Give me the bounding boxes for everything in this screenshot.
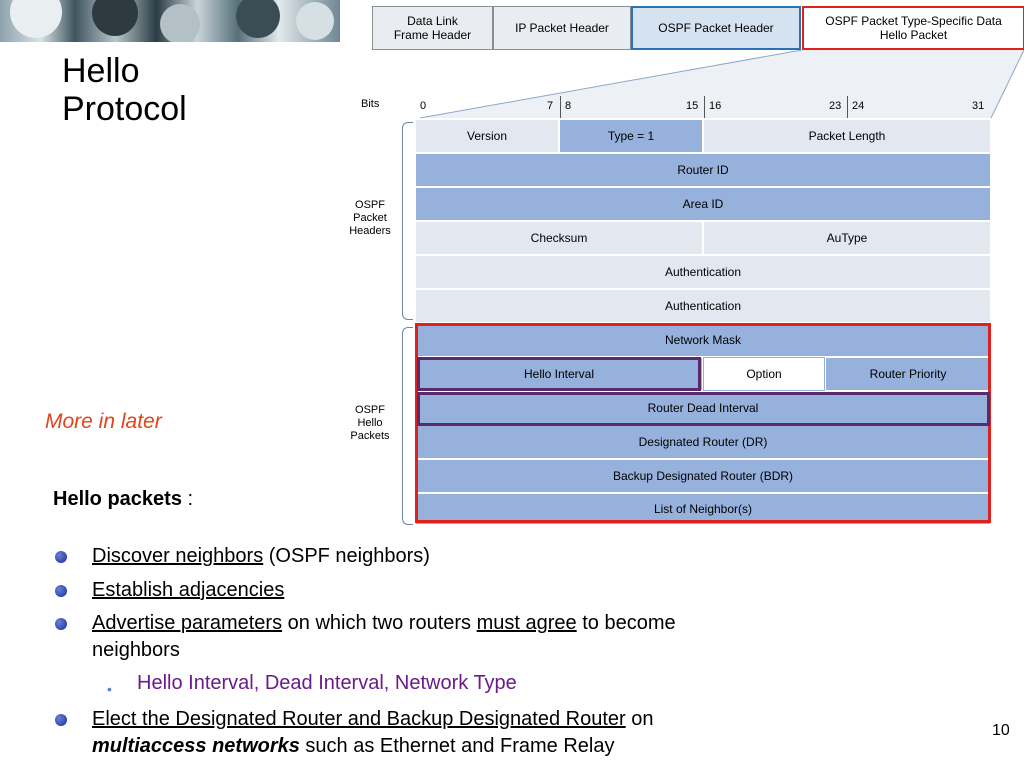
bullet-icon — [55, 551, 67, 563]
elect-link: Elect the Designated Router and Backup D… — [92, 708, 626, 730]
field-option: Option — [703, 357, 825, 391]
bit-mark: 0 — [420, 100, 427, 112]
label-line: Packets — [350, 430, 390, 442]
ospf-hello-packets-label: OSPF Hello Packets — [343, 404, 397, 443]
expansion-lines — [419, 49, 1024, 119]
bit-mark: 16 — [709, 100, 722, 112]
label-line: Headers — [349, 225, 391, 237]
bit-separator — [560, 96, 561, 118]
field-autype: AuType — [703, 221, 991, 255]
multiaccess-emphasis: multiaccess networks — [92, 735, 300, 757]
packet-row-11: Backup Designated Router (BDR) — [415, 459, 991, 493]
bullet-advertise: Advertise parameters on which two router… — [92, 610, 676, 664]
headers-brace — [402, 122, 413, 320]
ospf-type-specific-data: OSPF Packet Type-Specific Data Hello Pac… — [802, 6, 1024, 50]
field-version: Version — [415, 119, 559, 153]
field-type: Type = 1 — [559, 119, 703, 153]
packet-row-10: Designated Router (DR) — [415, 425, 991, 459]
establish-link: Establish adjacencies — [92, 579, 285, 601]
bullet-icon — [55, 714, 67, 726]
hello-interval-highlight — [417, 357, 701, 391]
page-number: 10 — [992, 722, 1010, 739]
bit-mark: 15 — [686, 100, 699, 112]
bit-mark: 8 — [565, 100, 572, 112]
ip-packet-header: IP Packet Header — [493, 6, 631, 50]
heading-colon: : — [181, 488, 194, 510]
packet-row-5: Authentication — [415, 255, 991, 289]
note-more-later: More in later — [45, 410, 162, 433]
slide-title: Hello Protocol — [62, 52, 187, 128]
field-authentication: Authentication — [415, 255, 991, 289]
advertise-rest: to become — [576, 612, 676, 634]
dead-interval-highlight — [417, 392, 990, 426]
field-router-id: Router ID — [415, 153, 991, 187]
sub-bullet-icon: • — [107, 681, 112, 697]
bit-separator — [847, 96, 848, 118]
packet-row-8: Hello Interval Option Router Priority — [415, 357, 991, 391]
advertise-mid: on which two routers — [282, 612, 477, 634]
label-line: Packet — [353, 212, 387, 224]
hello-packets-heading: Hello packets : — [53, 488, 193, 511]
advertise-link: Advertise parameters — [92, 612, 283, 634]
bit-mark: 31 — [972, 100, 985, 112]
heading-text: Hello packets — [53, 488, 182, 510]
field-backup-designated-router: Backup Designated Router (BDR) — [415, 459, 991, 493]
label-line: OSPF — [355, 199, 385, 211]
title-line-1: Hello — [62, 52, 140, 90]
bullet-discover: Discover neighbors (OSPF neighbors) — [92, 543, 430, 570]
datalink-line-1: Data Link — [407, 14, 458, 28]
packet-row-3: Area ID — [415, 187, 991, 221]
packet-row-4: Checksum AuType — [415, 221, 991, 255]
bullet-establish: Establish adjacencies — [92, 577, 284, 604]
datalink-line-2: Frame Header — [393, 28, 472, 42]
elect-line-2-rest: such as Ethernet and Frame Relay — [299, 735, 615, 757]
must-agree-link: must agree — [476, 612, 577, 634]
type-line-2: Hello Packet — [879, 28, 948, 42]
bit-mark: 24 — [852, 100, 865, 112]
field-router-priority: Router Priority — [825, 357, 991, 391]
elect-rest: on — [625, 708, 654, 730]
label-line: OSPF — [355, 404, 385, 416]
field-checksum: Checksum — [415, 221, 703, 255]
bit-mark: 23 — [829, 100, 842, 112]
advertise-line-2: neighbors — [92, 639, 180, 661]
datalink-frame-header: Data Link Frame Header — [372, 6, 493, 50]
type-line-1: OSPF Packet Type-Specific Data — [825, 14, 1002, 28]
title-line-2: Protocol — [62, 90, 187, 128]
packet-row-1: Version Type = 1 Packet Length — [415, 119, 991, 153]
field-packet-length: Packet Length — [703, 119, 991, 153]
packet-row-2: Router ID — [415, 153, 991, 187]
bullet-icon — [55, 618, 67, 630]
bits-label: Bits — [361, 98, 380, 110]
field-list-of-neighbors: List of Neighbor(s) — [415, 493, 991, 525]
bullet-elect: Elect the Designated Router and Backup D… — [92, 706, 653, 760]
field-area-id: Area ID — [415, 187, 991, 221]
ospf-packet-headers-label: OSPF Packet Headers — [343, 199, 397, 238]
ospf-packet-header: OSPF Packet Header — [631, 6, 801, 50]
ip-header-label: IP Packet Header — [515, 21, 609, 35]
sub-bullet-parameters: Hello Interval, Dead Interval, Network T… — [137, 672, 517, 694]
label-line: Hello — [357, 417, 383, 429]
discover-link: Discover neighbors — [92, 545, 264, 567]
bit-mark: 7 — [547, 100, 554, 112]
hello-brace — [402, 327, 413, 525]
packet-row-6: Authentication — [415, 289, 991, 323]
bullet-icon — [55, 585, 67, 597]
field-designated-router: Designated Router (DR) — [415, 425, 991, 459]
field-authentication: Authentication — [415, 289, 991, 323]
header-photo — [0, 0, 340, 42]
bit-separator — [704, 96, 705, 118]
ospf-header-label: OSPF Packet Header — [658, 21, 774, 35]
discover-rest: (OSPF neighbors) — [263, 545, 430, 567]
packet-row-12: List of Neighbor(s) — [415, 493, 991, 525]
